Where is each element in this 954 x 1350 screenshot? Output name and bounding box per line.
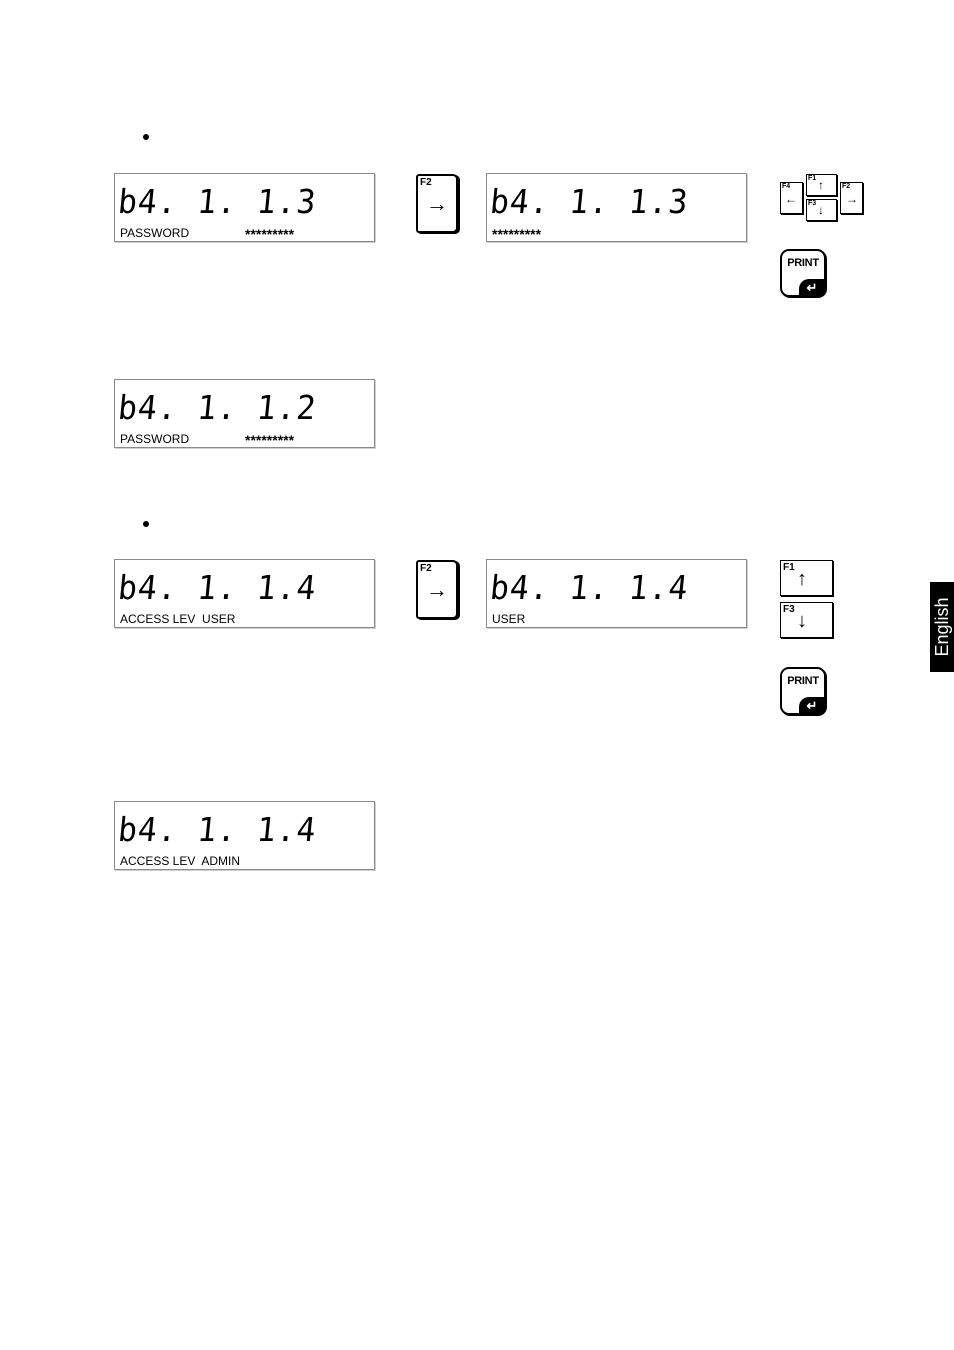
f4-left-key[interactable]: F4 ←	[780, 182, 803, 214]
key-label: F2	[420, 563, 432, 574]
display-access-level-menu: b4. 1. 1.4 ACCESS LEV USER	[114, 559, 375, 628]
f1-up-key[interactable]: F1 ↑	[780, 560, 833, 596]
f2-right-key[interactable]: F2 →	[416, 174, 458, 233]
display-label: USER	[492, 612, 526, 626]
bullet-1	[143, 134, 149, 140]
key-label: F1	[783, 562, 795, 573]
key-label: F3	[783, 604, 795, 615]
display-password-entry: b4. 1. 1.3 *********	[486, 173, 747, 242]
key-label: F4	[782, 183, 791, 190]
display-stars: *********	[245, 226, 295, 242]
key-label: F2	[842, 183, 851, 190]
bullet-2	[143, 521, 149, 527]
left-arrow-icon: ←	[785, 192, 797, 206]
display-digits: b4. 1. 1.3	[488, 182, 691, 221]
f1-up-key[interactable]: F1 ↑	[806, 174, 837, 196]
f3-down-key[interactable]: F3 ↓	[780, 602, 833, 638]
display-label: ACCESS LEV ADMIN	[120, 854, 241, 868]
key-label: F3	[808, 200, 817, 207]
display-stars: *********	[245, 432, 295, 448]
print-enter-key[interactable]: PRINT ↵	[780, 249, 826, 297]
display-stars: *********	[492, 226, 542, 242]
display-digits: b4. 1. 1.4	[488, 568, 691, 607]
display-password-menu: b4. 1. 1.3 PASSWORD *********	[114, 173, 375, 242]
display-access-level-result: b4. 1. 1.4 ACCESS LEV ADMIN	[114, 801, 375, 870]
display-digits: b4. 1. 1.2	[116, 388, 319, 427]
display-digits: b4. 1. 1.3	[116, 182, 319, 221]
enter-icon: ↵	[799, 279, 825, 296]
display-digits: b4. 1. 1.4	[116, 810, 319, 849]
display-digits: b4. 1. 1.4	[116, 568, 319, 607]
key-label: PRINT	[787, 257, 819, 269]
right-arrow-icon: →	[846, 192, 858, 206]
f2-right-small-key[interactable]: F2 →	[840, 182, 863, 214]
key-label: F2	[420, 177, 432, 188]
enter-icon: ↵	[799, 697, 825, 714]
display-access-level-select: b4. 1. 1.4 USER	[486, 559, 747, 628]
language-tab-label: English	[932, 597, 952, 657]
language-tab: English	[930, 582, 954, 672]
key-label: PRINT	[787, 675, 819, 687]
up-arrow-icon: ↑	[797, 568, 807, 590]
f2-right-key[interactable]: F2 →	[416, 560, 458, 619]
right-arrow-icon: →	[426, 577, 448, 602]
display-label: ACCESS LEV USER	[120, 612, 236, 626]
key-label: F1	[808, 175, 817, 182]
display-label: PASSWORD	[120, 432, 190, 446]
up-arrow-icon: ↑	[818, 178, 824, 192]
display-next-menu: b4. 1. 1.2 PASSWORD *********	[114, 379, 375, 448]
print-enter-key[interactable]: PRINT ↵	[780, 667, 826, 715]
down-arrow-icon: ↓	[818, 203, 824, 217]
display-label: PASSWORD	[120, 226, 190, 240]
right-arrow-icon: →	[426, 191, 448, 216]
f3-down-key[interactable]: F3 ↓	[806, 199, 837, 221]
down-arrow-icon: ↓	[797, 610, 807, 632]
